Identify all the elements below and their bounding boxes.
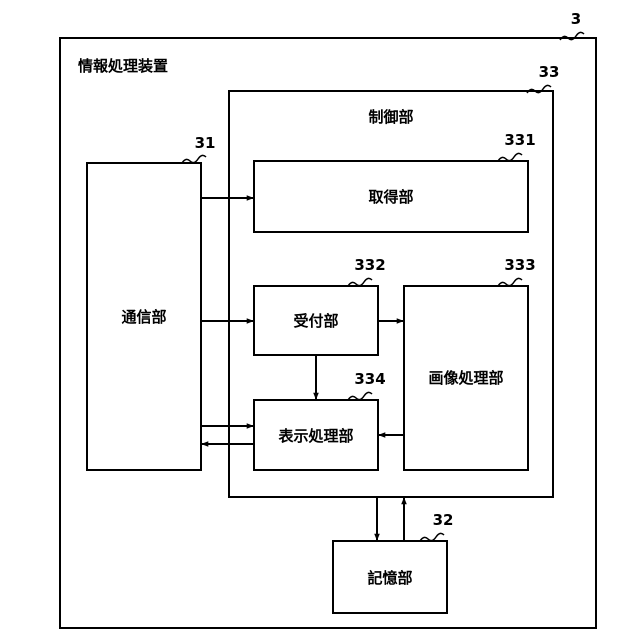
reception-unit-label: 受付部 xyxy=(293,312,338,330)
image-processing-unit-ref: 333 xyxy=(504,256,535,274)
communication-unit-ref: 31 xyxy=(195,134,216,152)
acquisition-unit-label: 取得部 xyxy=(368,188,413,206)
figure-ref: 3 xyxy=(571,10,581,28)
storage-unit-label: 記憶部 xyxy=(367,569,412,587)
image-processing-unit-label: 画像処理部 xyxy=(428,369,503,387)
display-processing-unit-label: 表示処理部 xyxy=(278,427,353,445)
storage-unit-ref: 32 xyxy=(433,511,454,529)
communication-unit-leader xyxy=(182,155,206,163)
controller-ref: 33 xyxy=(539,63,560,81)
device-title: 情報処理装置 xyxy=(78,57,168,75)
acquisition-unit-leader xyxy=(498,153,522,161)
storage-unit-leader xyxy=(420,533,444,541)
display-processing-unit-ref: 334 xyxy=(354,370,385,388)
controller-label: 制御部 xyxy=(368,108,413,126)
reception-unit-leader xyxy=(348,278,372,286)
reception-unit-ref: 332 xyxy=(354,256,385,274)
display-processing-unit-leader xyxy=(348,392,372,400)
communication-unit-label: 通信部 xyxy=(121,308,166,326)
acquisition-unit-ref: 331 xyxy=(504,131,535,149)
image-processing-unit-leader xyxy=(498,278,522,286)
